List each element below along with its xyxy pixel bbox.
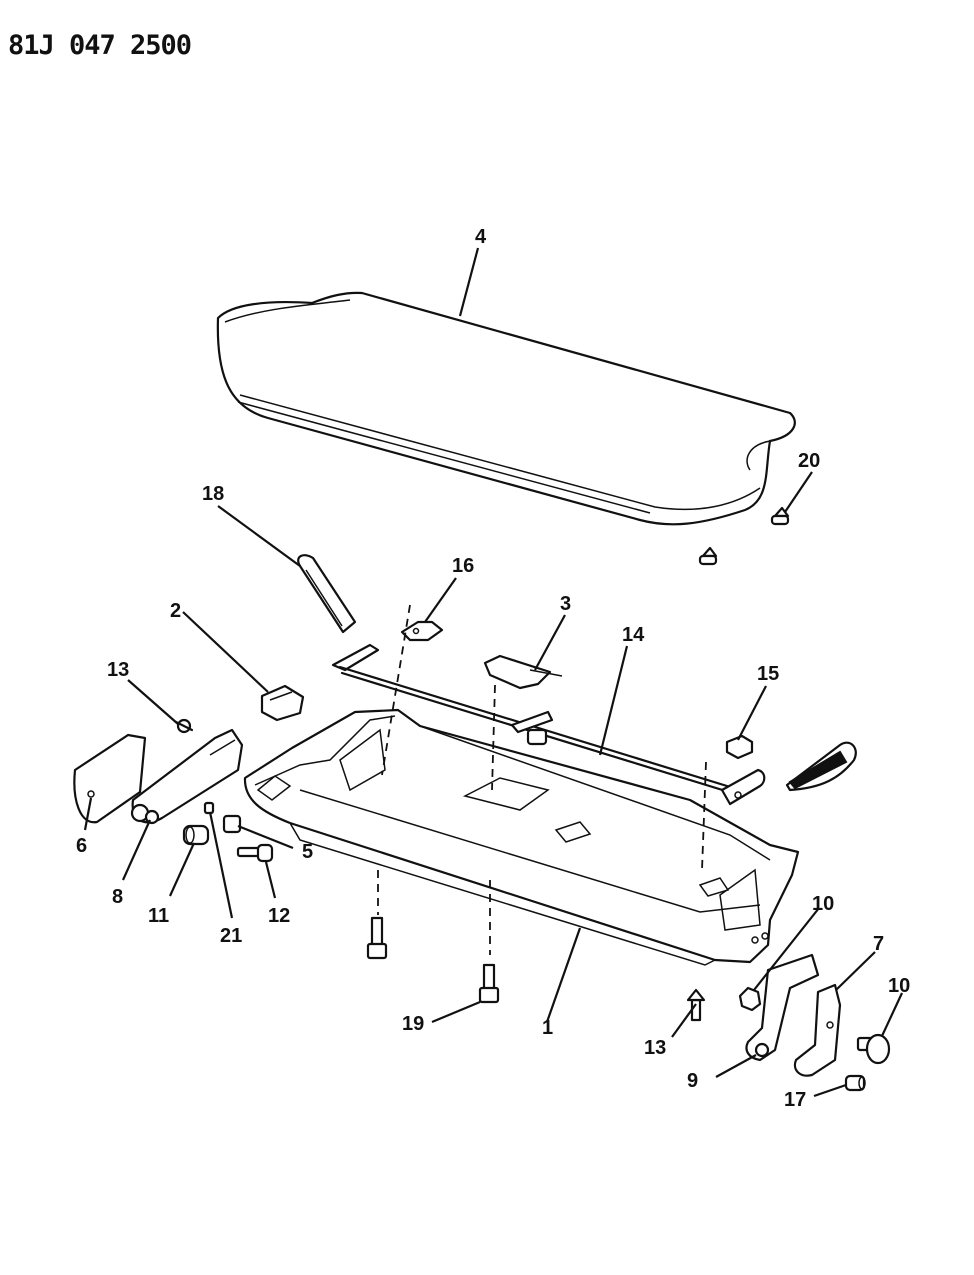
strap-right [785,741,857,792]
callout-19: 19 [402,1013,424,1035]
callout-17: 17 [784,1089,806,1111]
callout-20: 20 [798,450,820,472]
fastener-13-left [174,718,194,734]
bracket-15 [725,734,754,760]
bolt-12 [236,843,274,863]
bushing-11 [182,824,210,846]
pivot-arm-8 [130,728,244,825]
seat-cushion [216,291,796,526]
callout-12: 12 [268,905,290,927]
hinge-2 [260,684,305,722]
knob-10-lower [856,1033,891,1065]
arm-9 [745,953,820,1062]
seat-frame [243,708,800,966]
arm-7 [793,983,842,1077]
callout-7: 7 [873,933,884,955]
callout-8: 8 [112,886,123,908]
leader-lines [83,247,903,1098]
callout-9: 9 [687,1070,698,1092]
bolt-17 [844,1074,866,1092]
callout-11: 11 [148,905,169,927]
bolt-19 [366,916,500,1004]
callout-3: 3 [560,593,571,615]
callout-10-upper: 10 [812,893,834,915]
callout-13-left: 13 [107,659,129,681]
alignment-lines [377,604,707,955]
callout-16: 16 [452,555,474,577]
nut-5 [222,814,242,834]
callout-6: 6 [76,835,87,857]
rod-14 [331,643,766,806]
callout-15: 15 [757,663,779,685]
callout-13-right: 13 [644,1037,666,1059]
strap-18 [297,554,357,634]
callout-14: 14 [622,624,645,646]
pivot-arm-6 [73,733,147,824]
callout-labels: 4 18 20 16 2 3 14 13 15 6 5 8 11 12 21 1… [76,226,910,1111]
callout-5: 5 [302,841,313,863]
bracket-16 [400,620,444,642]
callout-18: 18 [202,483,224,505]
callout-1: 1 [542,1017,553,1039]
callout-10-lower: 10 [888,975,910,997]
nut-10-upper [738,986,762,1012]
callout-2: 2 [170,600,181,622]
pin-21 [203,801,215,815]
document-code: 81J 047 2500 [8,30,192,61]
bracket-3 [483,654,563,690]
callout-21: 21 [220,925,242,947]
callout-4: 4 [475,226,487,248]
